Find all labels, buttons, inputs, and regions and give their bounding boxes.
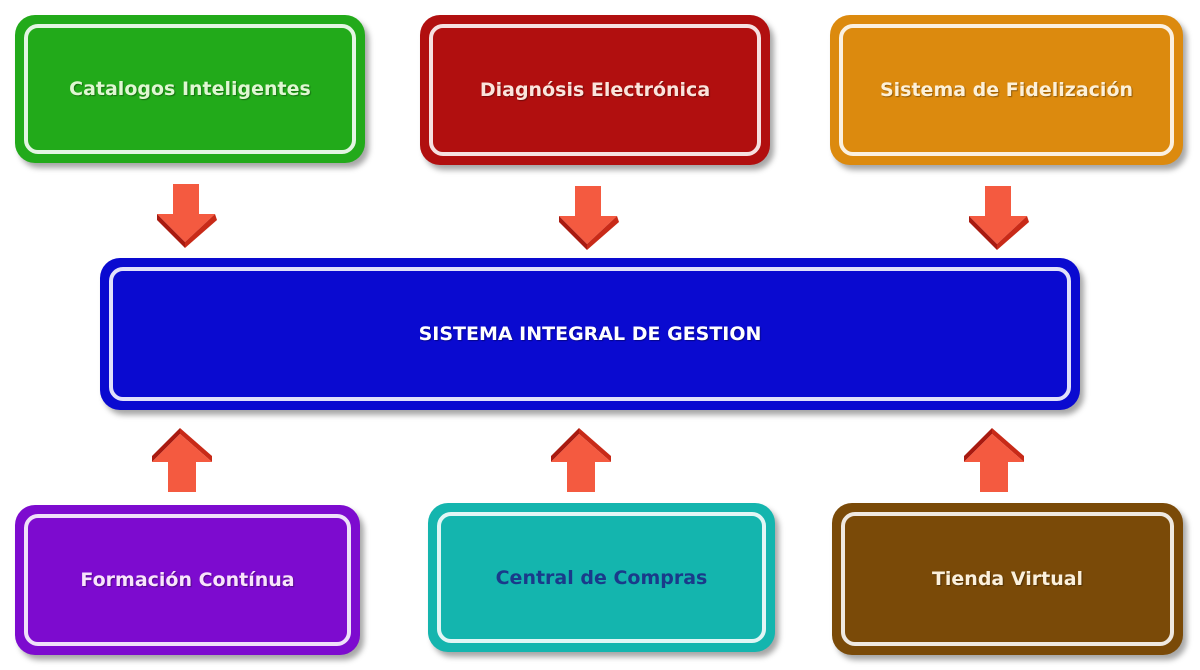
arrow-up-icon: [551, 428, 611, 492]
arrow-down-icon: [157, 184, 217, 248]
box-catalogos-inteligentes: Catalogos Inteligentes: [15, 15, 365, 163]
box-central-compras: Central de Compras: [428, 503, 775, 652]
box-label: Diagnósis Electrónica: [479, 79, 711, 101]
box-label: Central de Compras: [495, 566, 708, 589]
arrow-up-icon: [964, 428, 1024, 492]
box-sistema-fidelizacion: Sistema de Fidelización: [830, 15, 1183, 165]
box-sistema-integral-gestion: SISTEMA INTEGRAL DE GESTION: [100, 258, 1080, 410]
arrow-up-icon: [152, 428, 212, 492]
box-label: Tienda Virtual: [931, 568, 1084, 590]
box-tienda-virtual: Tienda Virtual: [832, 503, 1183, 655]
box-diagnosis-electronica: Diagnósis Electrónica: [420, 15, 770, 165]
arrow-down-icon: [559, 186, 619, 250]
box-label: Sistema de Fidelización: [879, 79, 1134, 101]
box-label: SISTEMA INTEGRAL DE GESTION: [418, 323, 762, 345]
box-label: Formación Contínua: [80, 569, 295, 591]
box-formacion-continua: Formación Contínua: [15, 505, 360, 655]
arrow-down-icon: [969, 186, 1029, 250]
box-label: Catalogos Inteligentes: [69, 78, 311, 100]
